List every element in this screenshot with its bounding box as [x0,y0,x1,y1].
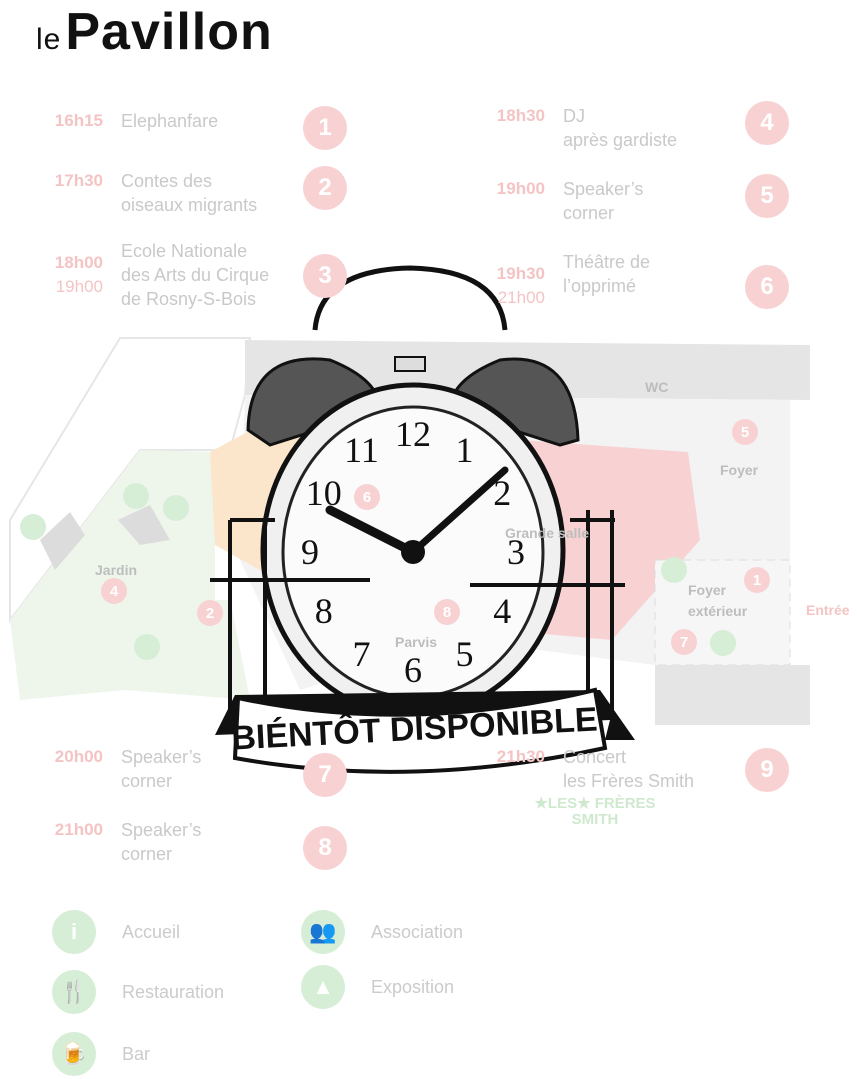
schedule-item[interactable]: 21h30 Concert les Frères Smith 9 [475,745,855,815]
schedule-time: 16h15 [33,109,103,133]
map-building-bottom [655,665,810,725]
time-value: 21h00 [497,288,545,307]
clock-number: 8 [315,591,333,631]
schedule-number-badge[interactable]: 9 [745,748,789,792]
restaurant-icon: 🍴 [52,970,96,1014]
schedule-time: 18h30 [475,104,545,128]
clock-number: 6 [404,650,422,690]
schedule-title: Contes des oiseaux migrants [121,171,258,215]
schedule-title: Concert les Frères Smith [563,747,695,791]
bar-icon: 🍺 [52,1032,96,1076]
schedule-title: Ecole Nationale des Arts du Cirque de Ro… [121,241,270,309]
info-icon: i [52,910,96,954]
schedule-title: Speaker’s corner [563,179,644,223]
schedule-title: Speaker’s corner [121,820,202,864]
schedule-item[interactable]: 18h00 19h00 Ecole Nationale des Arts du Ci… [33,239,413,309]
coming-soon-banner: BIÉNTÔT DISPONIBLE [215,687,635,774]
map-garden-area[interactable] [10,450,215,700]
legend-label: Accueil [122,921,181,942]
clock-number: 1 [456,430,474,470]
legend-label: Restauration [122,981,225,1002]
schedule-item[interactable]: 20h00 Speaker’s corner 7 [33,745,413,815]
legend-item-exposition: ▲ Exposition [301,965,454,1009]
legend-item-restauration: 🍴 Restauration [52,970,224,1014]
time-value: 18h00 [54,253,103,272]
schedule-time: 19h30 21h00 [475,262,545,310]
clock-number: 12 [395,414,431,454]
schedule-item[interactable]: 16h15 Elephanfare 1 [33,106,413,179]
clock-number: 11 [344,430,379,470]
association-icon: 👥 [301,910,345,954]
legend-item-accueil: i Accueil [52,910,180,954]
time-value: 17h30 [54,171,103,190]
schedule-time: 18h00 19h00 [33,251,103,299]
clock-number: 7 [353,634,371,674]
map-stand-shapes-2 [118,505,170,545]
time-value: 18h30 [496,106,545,125]
exposition-icon: ▲ [301,965,345,1009]
map-facility-icons [20,483,736,660]
legend-item-bar: 🍺 Bar [52,1032,150,1076]
clock-hour-hand [325,505,418,557]
schedule-number-badge[interactable]: 3 [303,254,347,298]
schedule-number-badge[interactable]: 7 [303,753,347,797]
logo: lePavillon [36,3,273,61]
schedule-number-badge[interactable]: 6 [745,265,789,309]
clock-number: 2 [493,473,511,513]
legend-item-association: 👥 Association [301,910,463,954]
schedule-number-badge[interactable]: 8 [303,826,347,870]
clock-number: 3 [507,532,525,572]
clock-center [401,540,425,564]
schedule-title: DJ après gardiste [563,106,678,150]
schedule-item[interactable]: 19h00 Speaker’s corner 5 [475,174,855,247]
schedule-number-badge[interactable]: 4 [745,101,789,145]
time-value: 19h00 [496,179,545,198]
schedule-item[interactable]: 17h30 Contes des oiseaux migrants 2 [33,166,413,239]
schedule-item[interactable]: 19h30 21h00 Théâtre de l’opprimé 6 [475,250,855,320]
schedule-item[interactable]: 18h30 DJ après gardiste 4 [475,101,855,174]
clock-minute-hand [409,466,509,556]
schedule-time: 17h30 [33,169,103,193]
clock-number: 9 [301,532,319,572]
schedule-title: Théâtre de l’opprimé [563,252,651,296]
schedule-number-badge[interactable]: 5 [745,174,789,218]
legend-label: Exposition [371,976,455,997]
clock-number: 5 [456,634,474,674]
schedule-number-badge[interactable]: 1 [303,106,347,150]
clock-handle [312,265,508,331]
schedule-title: Speaker’s corner [121,747,202,791]
schedule-title: Elephanfare [121,111,219,131]
band-logo: ★LES★ FRÈRES SMITH [534,795,656,828]
time-value: 19h00 [55,277,103,296]
schedule-item[interactable]: 21h00 Speaker’s corner 8 [33,818,413,888]
schedule-time: 20h00 [33,745,103,769]
clock-number: 10 [306,473,342,513]
time-value: 19h30 [496,264,545,283]
time-value: 21h30 [496,747,545,766]
map-stand-shapes [40,512,85,570]
scaffolding [210,510,625,720]
schedule-time: 19h00 [475,177,545,201]
legend-label: Association [371,921,464,942]
time-value: 20h00 [54,747,103,766]
schedule-number-badge[interactable]: 2 [303,166,347,210]
schedule-time: 21h30 [475,745,545,769]
time-value: 21h00 [54,820,103,839]
clock-hammer [394,356,426,372]
schedule-time: 21h00 [33,818,103,842]
time-value: 16h15 [54,111,103,130]
legend-label: Bar [122,1043,151,1064]
clock-number: 4 [493,591,511,631]
